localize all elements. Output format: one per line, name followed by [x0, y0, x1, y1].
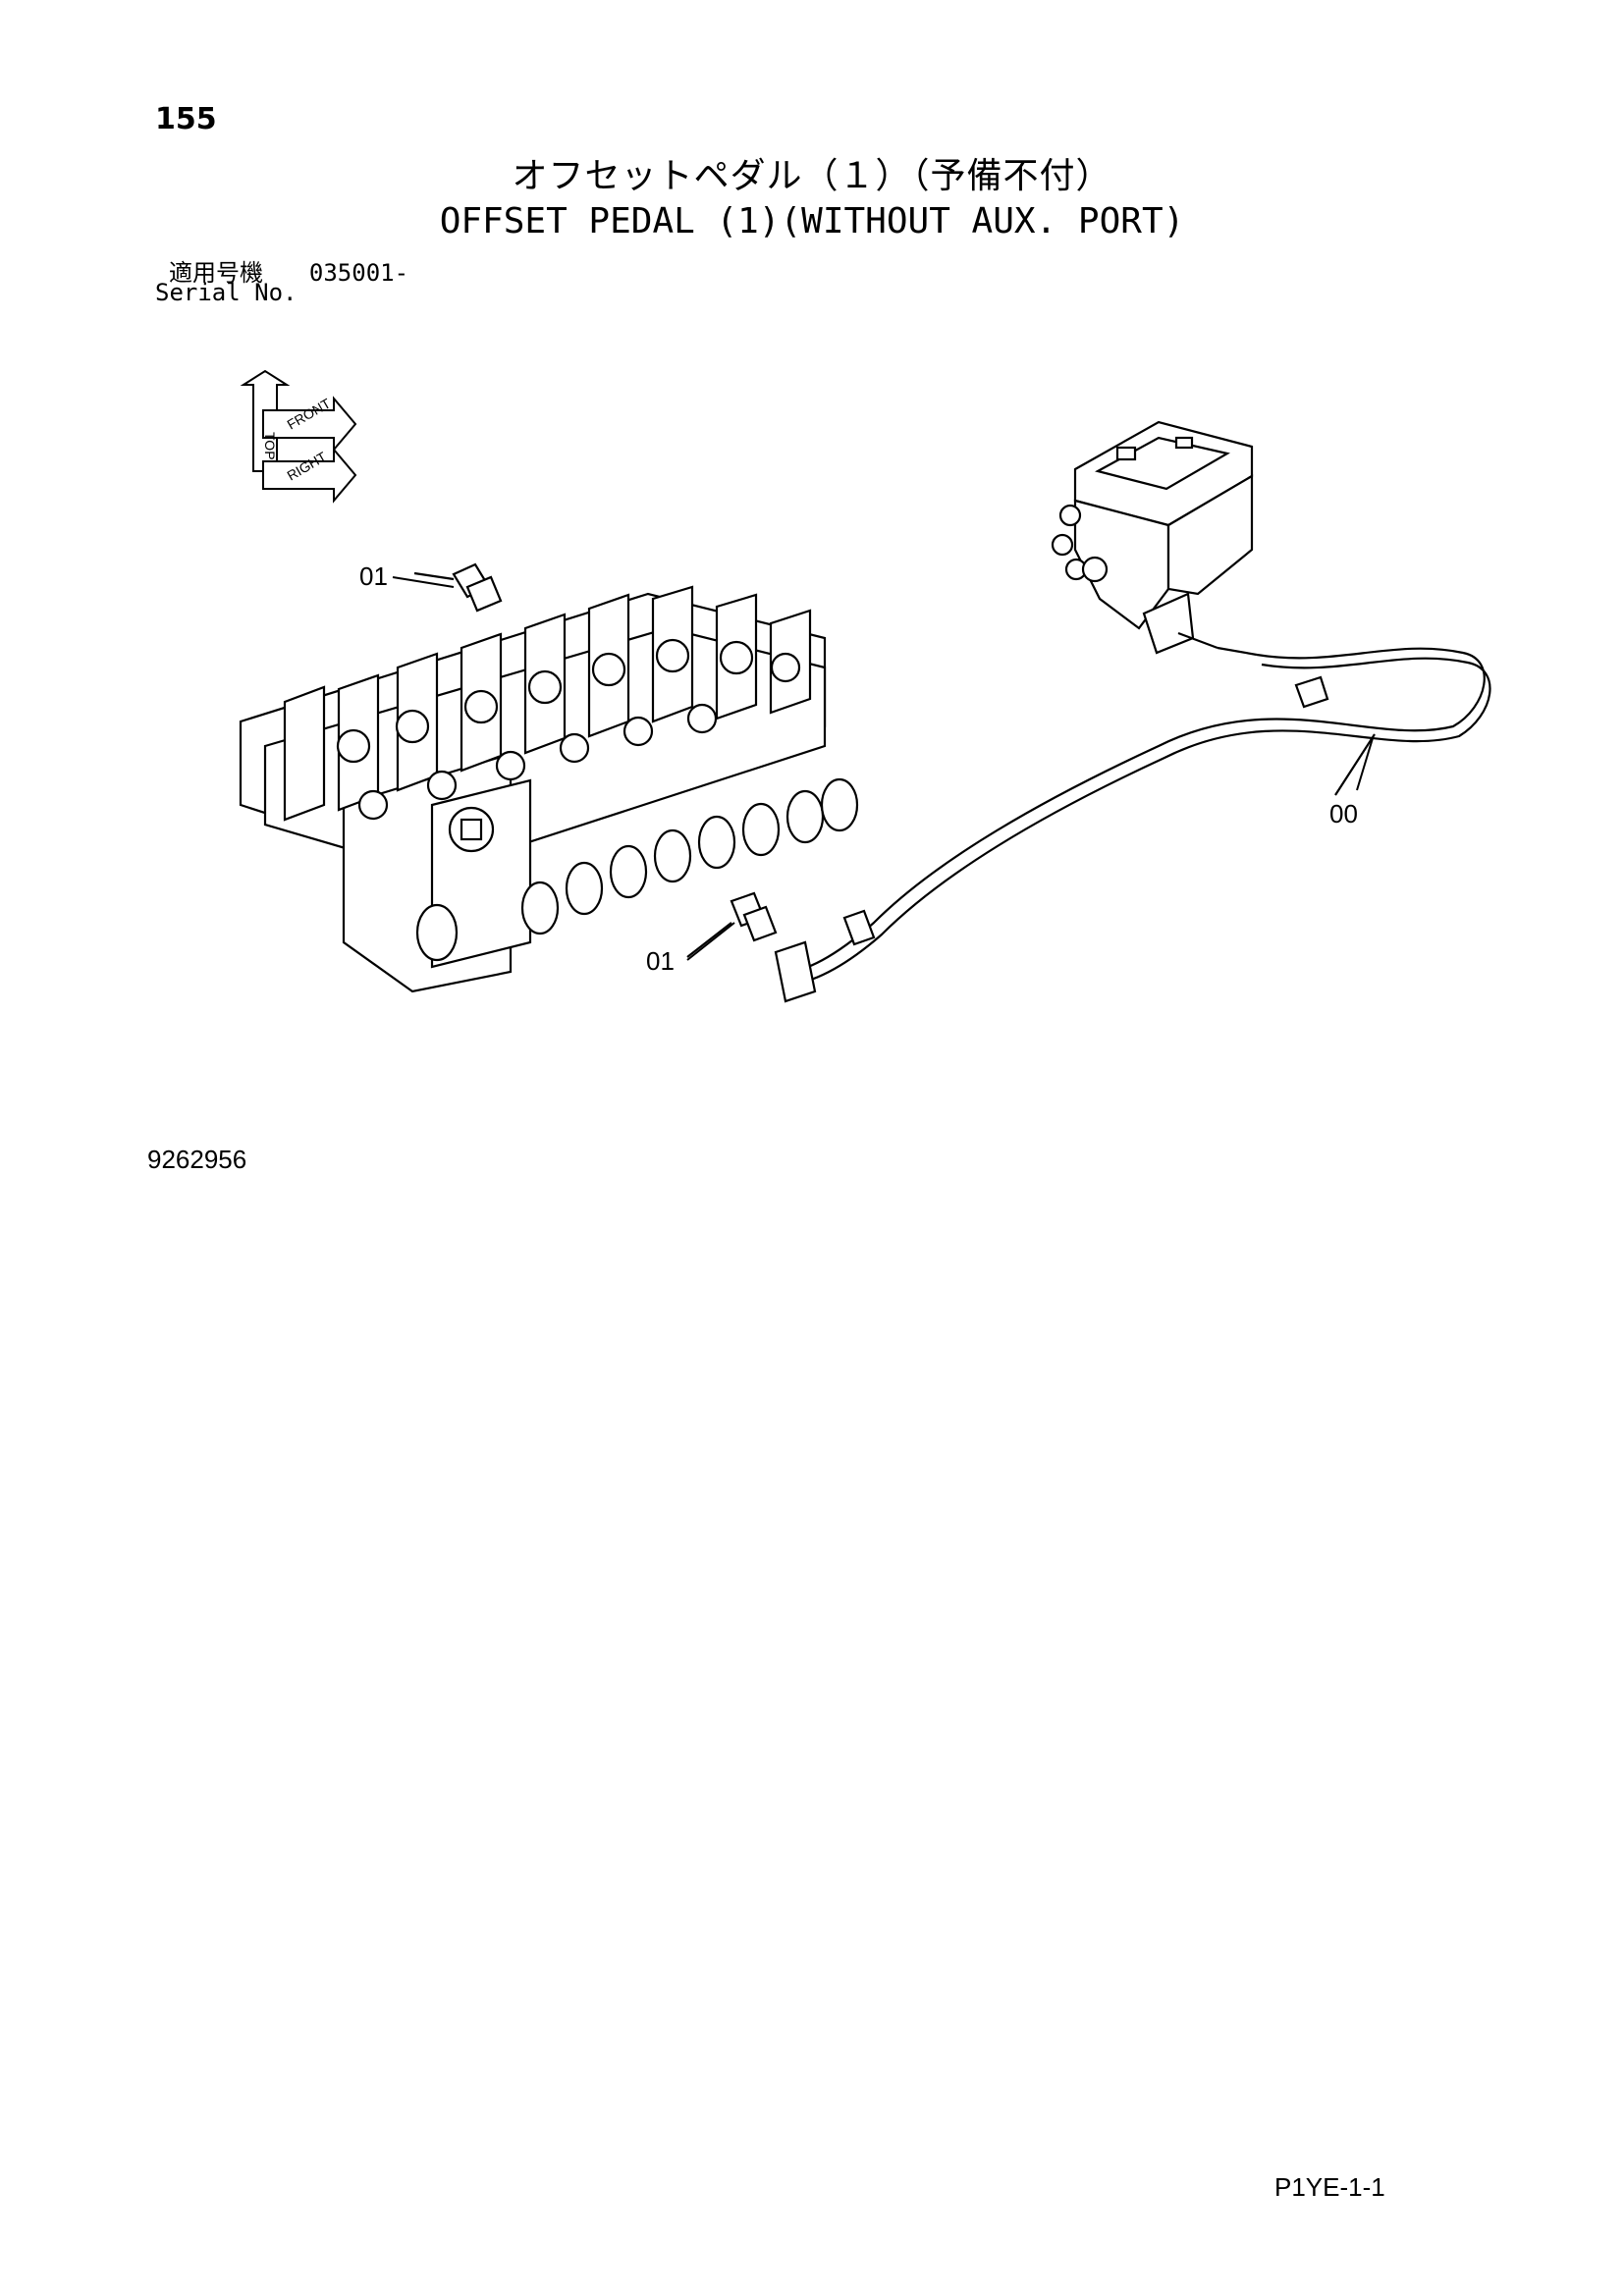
serial-value: 035001- [308, 259, 409, 287]
page-number: 155 [155, 102, 217, 136]
offset-pedal-drawing [1051, 420, 1258, 657]
callout-01-lower: 01 [646, 946, 675, 976]
title-japanese: オフセットペダル（１）（予備不付） [512, 156, 1112, 196]
serial-line-japanese: 適用号機 035001- [169, 253, 408, 288]
pressure-switch-upper [413, 562, 503, 613]
drawing-number: 9262956 [147, 1145, 247, 1174]
wire-harness-drawing [774, 647, 1491, 1003]
parts-drawing: TOP FRONT RIGHT [239, 369, 1491, 1003]
callout-00: 00 [1329, 799, 1358, 828]
pressure-switch-lower [686, 891, 778, 958]
callout-01-upper: 01 [359, 561, 388, 591]
orientation-top-label: TOP [262, 432, 278, 460]
valve-ports [336, 638, 801, 853]
title-english: OFFSET PEDAL (1)(WITHOUT AUX. PORT) [439, 201, 1185, 241]
control-valve-drawing [239, 585, 859, 993]
callout-leaders [392, 576, 1374, 961]
serial-label-japanese: 適用号機 [169, 259, 263, 287]
serial-label-english: Serial No. [155, 279, 298, 306]
orientation-indicator: TOP FRONT RIGHT [240, 369, 357, 504]
page-code: P1YE-1-1 [1274, 2172, 1385, 2202]
spool-ends [415, 777, 859, 962]
